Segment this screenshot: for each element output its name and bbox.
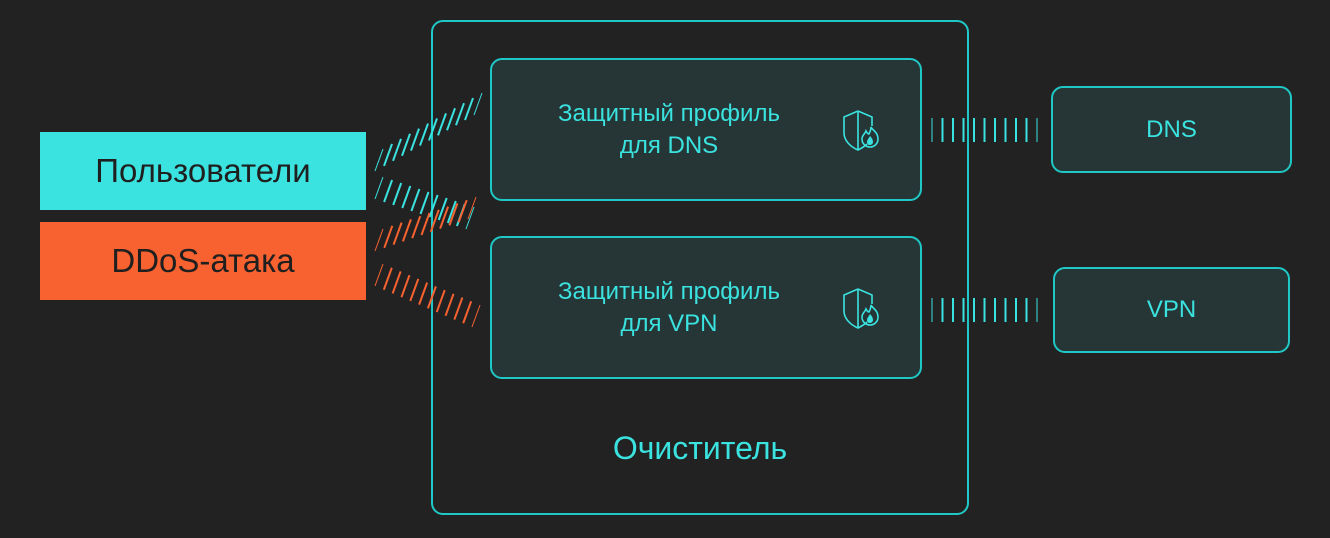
cleaner-container	[431, 20, 969, 515]
shield-fire-icon	[843, 109, 879, 151]
vpn-protection-profile: Защитный профиль для VPN	[490, 236, 922, 379]
ddos-source-box: DDoS-атака	[40, 222, 366, 300]
vpn-profile-line2: для VPN	[620, 309, 718, 337]
vpn-profile-text: Защитный профиль для VPN	[504, 276, 834, 340]
cleaner-label: Очиститель	[612, 430, 788, 466]
dns-profile-text: Защитный профиль для DNS	[504, 98, 834, 162]
shield-fire-icon	[843, 287, 879, 329]
vpn-target-label: VPN	[1146, 296, 1197, 323]
users-source-box: Пользователи	[40, 132, 366, 210]
dns-profile-line2: для DNS	[619, 131, 719, 159]
dns-target-box: DNS	[1051, 86, 1292, 173]
users-label: Пользователи	[95, 152, 311, 189]
ddos-label: DDoS-атака	[111, 242, 295, 279]
dns-target-label: DNS	[1146, 115, 1197, 143]
vpn-target-box: VPN	[1053, 267, 1290, 353]
dns-protection-profile: Защитный профиль для DNS	[490, 58, 922, 201]
dns-profile-line1: Защитный профиль	[558, 99, 780, 127]
vpn-profile-line1: Защитный профиль	[558, 277, 780, 305]
